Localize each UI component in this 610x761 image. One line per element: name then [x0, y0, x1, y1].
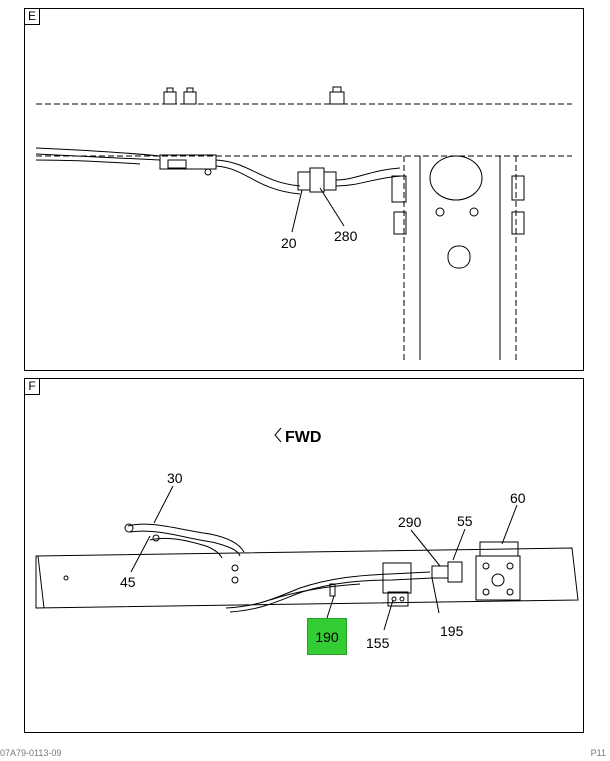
page-number: P11	[590, 748, 606, 758]
harness-wire-c	[35, 159, 141, 165]
top-bolt-group	[163, 86, 345, 105]
bolt-stack-right	[511, 175, 525, 235]
bracket-item-60	[475, 541, 521, 601]
bracket-item-155	[382, 562, 412, 607]
callout-290: 290	[398, 514, 422, 530]
callout-60: 60	[510, 490, 526, 506]
callout-190-highlighted[interactable]: 190	[307, 618, 347, 655]
fwd-label: FWD	[285, 429, 321, 446]
callout-155: 155	[366, 635, 390, 651]
fwd-arrow-icon	[274, 427, 282, 443]
callout-280: 280	[334, 228, 358, 244]
callout-55: 55	[457, 513, 473, 529]
panel-tag-e: E	[25, 9, 40, 25]
harness-item-190	[225, 571, 433, 613]
leader-190	[326, 595, 335, 619]
fitting-item-290	[431, 561, 463, 583]
fitting-20	[297, 171, 311, 191]
bolt-stack-left	[391, 175, 407, 235]
fitting-280	[309, 167, 325, 193]
leader-290	[410, 529, 441, 567]
harness-item-30	[124, 523, 245, 559]
drawing-number: 07A79-0113-09	[0, 748, 62, 758]
frame-rail-f	[35, 547, 579, 609]
callout-20: 20	[281, 235, 297, 251]
harness-wire-b	[35, 153, 161, 161]
leader-155	[383, 599, 394, 631]
hose-e-1	[215, 159, 301, 187]
callout-195: 195	[440, 623, 464, 639]
connector-block	[159, 154, 217, 170]
hose-e-2	[215, 165, 301, 195]
leader-55	[452, 528, 466, 561]
panel-tag-f: F	[25, 379, 40, 395]
harness-wire-a	[35, 147, 161, 157]
axle-clamp-shape	[429, 155, 483, 201]
leader-280	[319, 187, 345, 227]
leader-20	[291, 189, 303, 233]
leader-45	[130, 535, 151, 573]
leader-60	[501, 504, 518, 545]
callout-30: 30	[167, 470, 183, 486]
leader-30	[153, 485, 174, 524]
callout-45: 45	[120, 574, 136, 590]
leader-195	[431, 577, 440, 614]
